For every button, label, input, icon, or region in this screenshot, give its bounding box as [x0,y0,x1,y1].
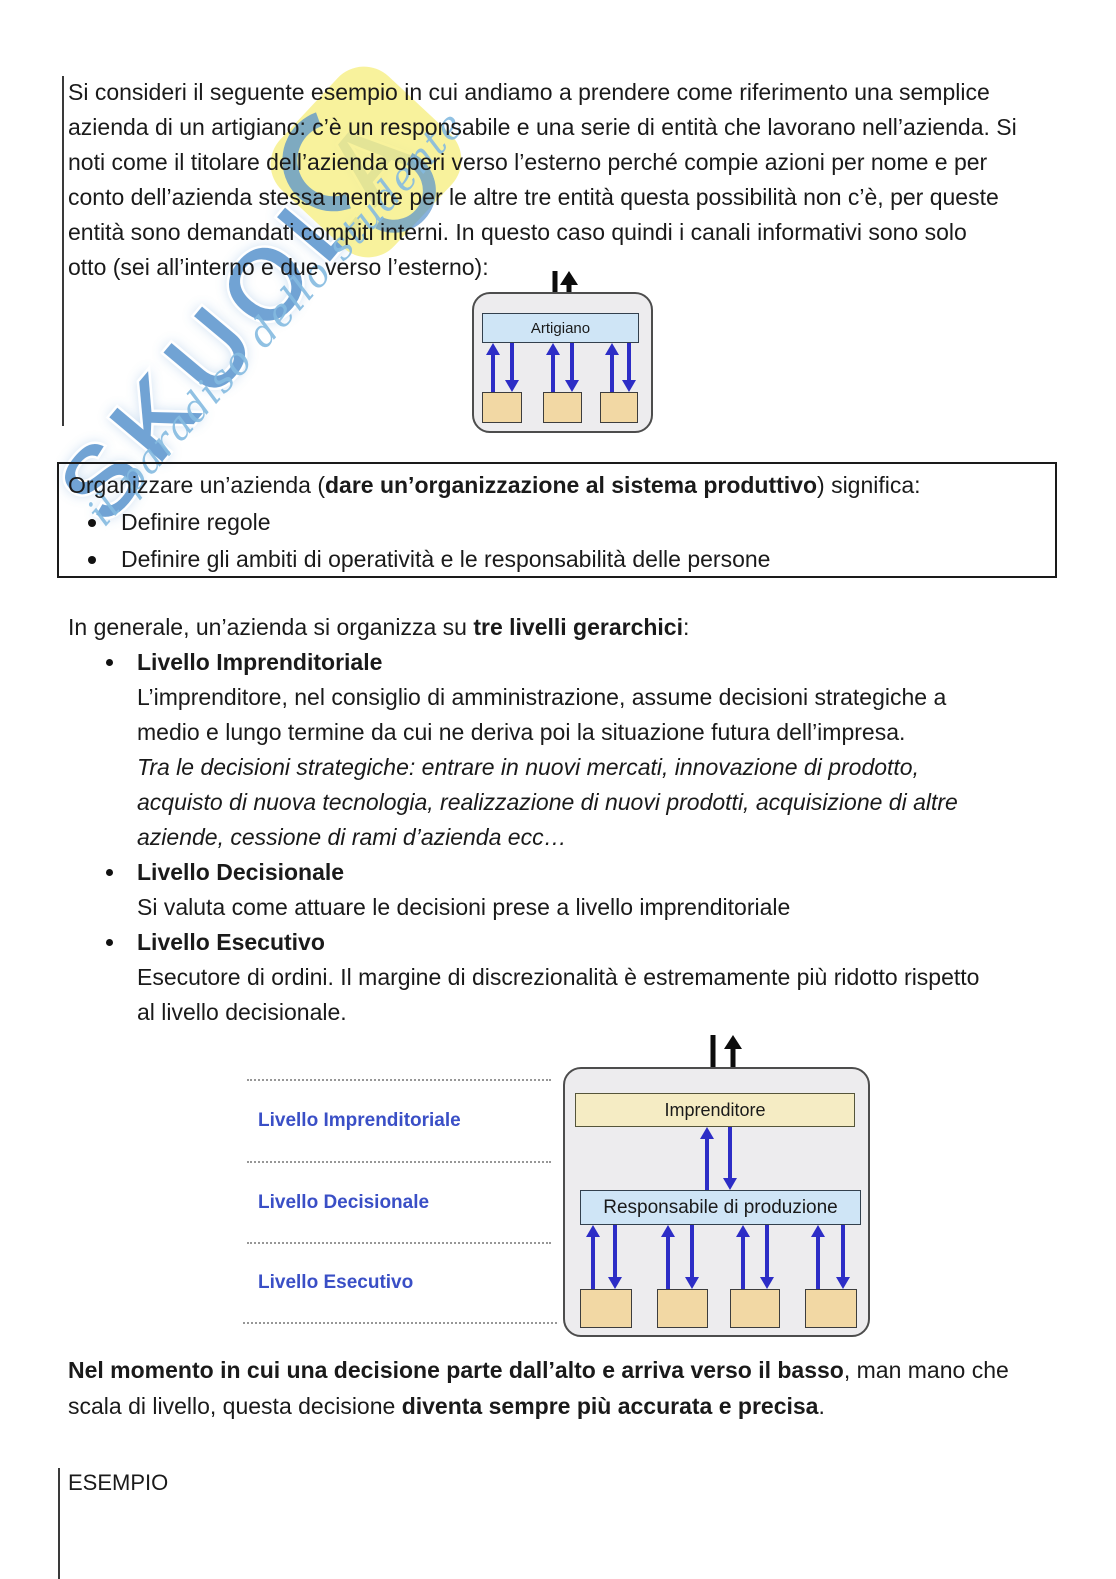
closing-regular-text: . [818,1393,825,1419]
levels-intro-bold: tre livelli gerarchici [473,614,683,640]
worker-box [580,1289,632,1328]
dotted-divider [243,1322,557,1324]
worker-box [543,392,582,423]
hierarchy-diagram: Imprenditore Responsabile di produzione [563,1035,873,1337]
change-bar [58,1468,60,1579]
down-arrow-icon [505,343,519,392]
callout-title-text: ) significa: [817,472,921,498]
closing-paragraph: Nel momento in cui una decisione parte d… [68,1352,1073,1424]
worker-box [730,1289,780,1328]
down-arrow-icon [622,343,636,392]
down-arrow-icon [685,1225,699,1289]
up-arrow-icon [605,343,619,392]
down-arrow-icon [608,1225,622,1289]
level-title: Livello Decisionale [137,859,345,885]
worker-box [482,392,522,423]
level-item-imprenditoriale: Livello Imprenditoriale L’imprenditore, … [68,645,1073,855]
dotted-divider [247,1161,551,1163]
callout-bullet-text: Definire regole [121,509,271,535]
down-arrow-icon [760,1225,774,1289]
change-bar [62,76,64,426]
level-item-esecutivo: Livello Esecutivo Esecutore di ordini. I… [68,925,1073,1030]
imprenditore-box: Imprenditore [575,1093,855,1127]
level-title: Livello Esecutivo [137,929,325,955]
level-description: L’imprenditore, nel consiglio di amminis… [137,684,947,745]
level-title: Livello Imprenditoriale [137,649,383,675]
dotted-divider [247,1242,551,1244]
up-arrow-icon [661,1225,675,1289]
worker-box [600,392,638,423]
up-arrow-icon [700,1127,714,1190]
up-arrow-icon [486,343,500,392]
levels-intro: In generale, un’azienda si organizza su … [68,610,1073,645]
callout-title-bold: dare un’organizzazione al sistema produt… [324,472,818,498]
closing-bold-text: Nel momento in cui una decisione parte d… [68,1357,844,1383]
down-arrow-icon [836,1225,850,1289]
responsabile-box: Responsabile di produzione [580,1190,861,1225]
callout-title-text: Organizzare un’azienda ( [68,472,325,498]
levels-section: In generale, un’azienda si organizza su … [68,610,1073,1030]
up-arrow-icon [736,1225,750,1289]
up-arrow-icon [811,1225,825,1289]
artigiano-box: Artigiano [482,313,639,343]
level-description: Esecutore di ordini. Il margine di discr… [137,964,980,1025]
down-arrow-icon [565,343,579,392]
closing-regular-text: , man mano che scala di livello, questa … [68,1357,1009,1419]
levels-intro-text: : [683,614,690,640]
bullet-icon [106,869,113,876]
organizzare-callout-box: Organizzare un’azienda (dare un’organizz… [57,462,1057,578]
worker-box [657,1289,708,1328]
bullet-icon [88,556,96,564]
up-arrow-icon [586,1225,600,1289]
esempio-heading: ESEMPIO [68,1470,169,1495]
label-livello-decisionale: Livello Decisionale [258,1192,430,1213]
label-livello-imprenditoriale: Livello Imprenditoriale [258,1110,461,1131]
down-arrow-icon [723,1127,737,1190]
bullet-icon [106,659,113,666]
callout-title: Organizzare un’azienda (dare un’organizz… [68,469,1043,502]
intro-paragraph: Si consideri il seguente esempio in cui … [68,79,1017,280]
bullet-icon [88,519,96,527]
level-note-italic: Tra le decisioni strategiche: entrare in… [137,754,958,850]
levels-intro-text: In generale, un’azienda si organizza su [68,614,474,640]
closing-bold-text: diventa sempre più accurata e precisa [401,1393,819,1419]
callout-bullet: Definire regole [68,506,1043,539]
artigiano-diagram: Artigiano [472,271,653,435]
bullet-icon [106,939,113,946]
callout-bullet-text: Definire gli ambiti di operatività e le … [121,546,771,572]
level-item-decisionale: Livello Decisionale Si valuta come attua… [68,855,1073,925]
up-arrow-icon [546,343,560,392]
callout-bullet: Definire gli ambiti di operatività e le … [68,543,1043,576]
level-description: Si valuta come attuare le decisioni pres… [137,894,791,920]
label-livello-esecutivo: Livello Esecutivo [258,1272,414,1293]
dotted-divider [247,1079,551,1081]
worker-box [805,1289,857,1328]
